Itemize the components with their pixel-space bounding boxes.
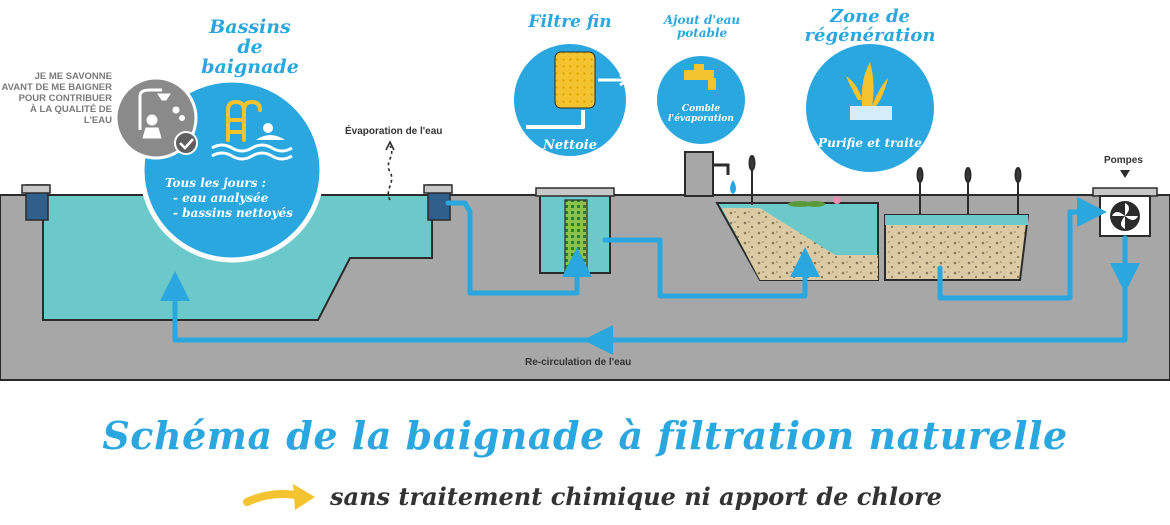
water-supply-pillar: [684, 151, 714, 197]
faucet-icon: [713, 163, 730, 175]
plant-icon: [846, 62, 892, 120]
potable-title: Ajout d'eau potable: [652, 14, 752, 39]
bathing-title-line1: Bassins: [209, 16, 291, 38]
shower-note-line4: À LA QUALITÉ DE L'EAU: [30, 103, 112, 126]
bathing-title-line2: de baignade: [201, 35, 299, 78]
potable-caption: Comble l'évaporation: [662, 104, 740, 125]
bathing-circle-text: Tous les jours : - eau analysée - bassin…: [165, 176, 305, 221]
bathing-circle-line3: - bassins nettoyés: [173, 206, 293, 220]
bathing-title: Bassins de baignade: [190, 16, 310, 78]
potable-title-line1: Ajout d'eau: [663, 13, 741, 27]
subtitle: sans traitement chimique ni apport de ch…: [330, 482, 942, 511]
shower-note-line3: POUR CONTRIBUER: [18, 92, 112, 104]
regeneration-title-line1: Zone de: [830, 6, 910, 27]
filter-title-text: Filtre fin: [528, 12, 612, 32]
lotus-icon: [833, 196, 841, 204]
pumps-label: Pompes: [1104, 155, 1143, 166]
bathing-circle-line2: - eau analysée: [173, 191, 269, 205]
faucet-small-icon: [684, 64, 716, 90]
shower-note-line1: JE ME SAVONNE: [34, 71, 112, 82]
circulation-pipes: [160, 197, 1140, 355]
recirculation-label: Re-circulation de l'eau: [525, 357, 632, 368]
bathing-circle-line1: Tous les jours :: [165, 176, 267, 190]
regeneration-title-line2: régénération: [804, 24, 936, 46]
filter-cartridge-icon: [554, 51, 596, 109]
regeneration-caption: Purifie et traite: [818, 136, 922, 150]
shower-icon: [138, 88, 185, 139]
yellow-arrow-icon: [243, 484, 315, 510]
potable-caption-line2: l'évaporation: [668, 114, 734, 125]
evaporation-label: Évaporation de l'eau: [345, 126, 443, 137]
filter-title: Filtre fin: [520, 12, 620, 32]
pump-pointer-icon: [1120, 170, 1130, 178]
swimmer-icon: [211, 123, 293, 161]
checkmark-icon: [174, 131, 198, 155]
potable-caption-line1: Comble: [681, 104, 721, 114]
regeneration-title: Zone de régénération: [795, 6, 945, 46]
potable-title-line2: potable: [676, 25, 728, 40]
main-title: Schéma de la baignade à filtration natur…: [102, 413, 1068, 458]
evaporation-arrow: [387, 145, 393, 201]
shower-note-line2: AVANT DE ME BAIGNER: [1, 81, 112, 93]
filter-caption: Nettoie: [542, 138, 598, 153]
potable-circle: [653, 52, 749, 148]
shower-note: JE ME SAVONNE AVANT DE ME BAIGNER POUR C…: [0, 71, 112, 127]
pool-ladder-icon: [226, 99, 262, 142]
reeds: [748, 155, 1022, 215]
